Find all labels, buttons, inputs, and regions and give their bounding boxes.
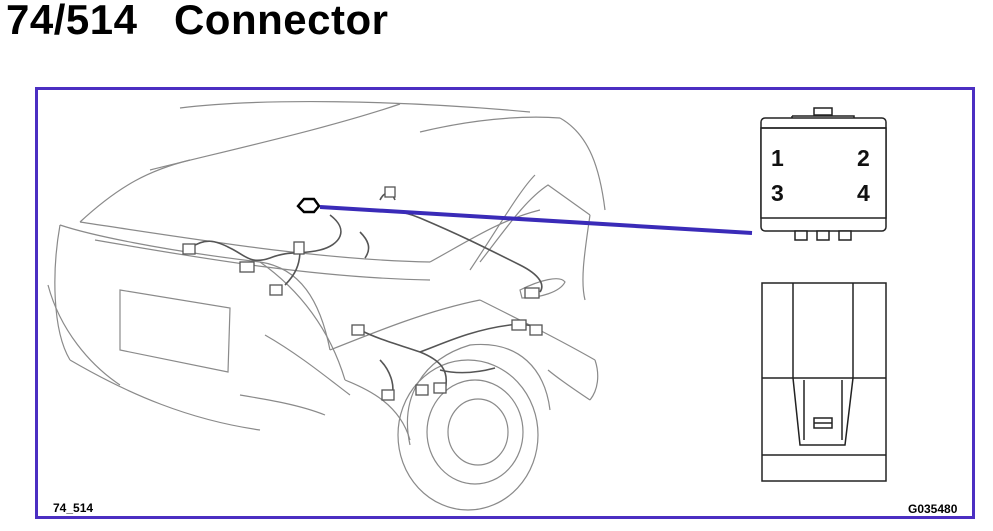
figure-code-left: 74_514 bbox=[53, 501, 94, 515]
connector-face-view bbox=[760, 107, 887, 241]
harness-connectors bbox=[182, 186, 543, 401]
pin-label-3: 3 bbox=[771, 180, 784, 206]
pin-label-1: 1 bbox=[771, 145, 784, 171]
pointer-line bbox=[319, 205, 753, 235]
connector-side-view bbox=[761, 282, 887, 482]
figure-code-right: G035480 bbox=[908, 502, 958, 516]
car-illustration bbox=[47, 101, 606, 511]
diagram-frame bbox=[35, 87, 975, 519]
wiring-harness bbox=[189, 192, 543, 396]
connector-location-marker bbox=[296, 197, 321, 214]
pin-label-2: 2 bbox=[857, 145, 870, 171]
pin-label-4: 4 bbox=[857, 180, 870, 206]
page-title: 74/514 Connector bbox=[6, 0, 389, 43]
